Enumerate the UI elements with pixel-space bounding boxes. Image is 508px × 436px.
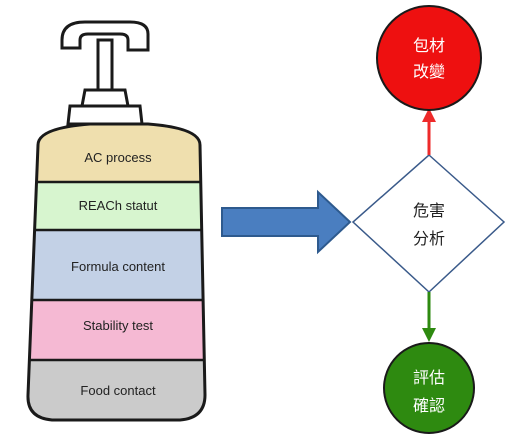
layer-stability-test	[27, 300, 206, 360]
top-circle-line-1: 包材	[413, 36, 445, 55]
layer-reach-statut	[27, 182, 206, 230]
top-circle-line-2: 改變	[413, 62, 445, 81]
layer-label: Food contact	[80, 383, 156, 398]
layer-label: AC process	[84, 150, 152, 165]
flow-arrow	[221, 189, 352, 255]
packaging-change-circle: 包材 改變	[376, 5, 482, 111]
layer-formula-content	[27, 230, 206, 300]
diamond-text-line-1: 危害	[413, 201, 445, 220]
layer-ac-process	[27, 124, 206, 182]
evaluation-confirm-circle: 評估 確認	[383, 342, 475, 434]
pump-head	[60, 20, 150, 126]
layer-food-contact	[27, 360, 206, 420]
hazard-analysis-diamond: 危害 分析	[351, 153, 506, 294]
layer-label: Stability test	[83, 318, 153, 333]
layer-label: REACh statut	[79, 198, 158, 213]
bottle-body: AC process REACh statut Formula content …	[26, 122, 207, 422]
layer-label: Formula content	[71, 259, 165, 274]
bottom-circle-line-2: 確認	[413, 396, 445, 415]
down-arrow	[422, 292, 436, 342]
diamond-text-line-2: 分析	[413, 229, 445, 248]
up-arrow	[422, 108, 436, 155]
bottom-circle-line-1: 評估	[413, 368, 445, 387]
